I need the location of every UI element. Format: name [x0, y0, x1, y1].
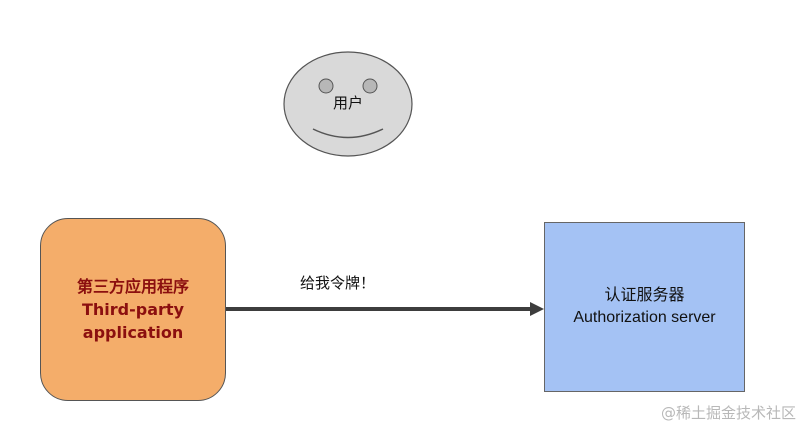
auth-server-label-en: Authorization server — [573, 309, 716, 326]
arrow-head-icon — [530, 302, 544, 316]
authorization-server-box: 认证服务器 Authorization server — [544, 222, 745, 392]
watermark: @稀土掘金技术社区 — [660, 404, 796, 422]
third-party-label-cn: 第三方应用程序 — [76, 277, 189, 296]
third-party-label-en-1: Third-party — [82, 300, 184, 319]
user-label: 用户 — [332, 94, 363, 112]
third-party-label-en-2: application — [82, 323, 184, 342]
arrow-label: 给我令牌！ — [300, 274, 376, 292]
user-right-eye — [362, 78, 378, 94]
auth-server-label-cn: 认证服务器 — [604, 287, 685, 304]
user-smile — [312, 128, 384, 139]
user-smiley-icon — [283, 51, 413, 157]
third-party-application-box: 第三方应用程序 Third-party application — [40, 218, 226, 401]
user-left-eye — [318, 78, 334, 94]
